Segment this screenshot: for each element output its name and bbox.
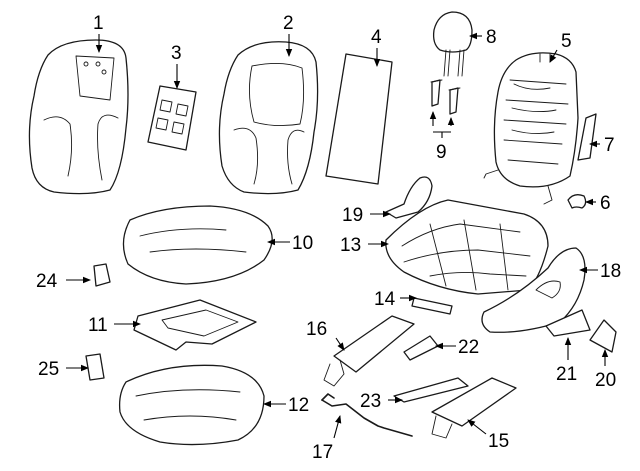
part-10-cushion-cover bbox=[122, 205, 273, 285]
callout-8: 8 bbox=[486, 27, 497, 48]
part-9-guides bbox=[430, 79, 461, 115]
part-15-track bbox=[431, 377, 517, 439]
part-20-cap bbox=[589, 319, 617, 353]
callout-15: 15 bbox=[488, 431, 509, 452]
part-14-bar bbox=[411, 297, 453, 315]
part-5-seatback-frame bbox=[483, 52, 579, 205]
part-6-clip bbox=[567, 194, 587, 209]
callout-11: 11 bbox=[88, 315, 108, 336]
callout-21: 21 bbox=[556, 364, 577, 385]
callout-5: 5 bbox=[561, 31, 572, 52]
part-16-track bbox=[323, 315, 415, 387]
part-3-pad bbox=[147, 85, 197, 151]
part-17-wire bbox=[321, 393, 413, 437]
callout-19: 19 bbox=[342, 205, 363, 226]
part-13-seat-frame bbox=[385, 199, 549, 295]
part-22-trim bbox=[403, 335, 439, 361]
leader-lines bbox=[66, 32, 609, 439]
callout-23: 23 bbox=[360, 391, 381, 412]
part-21-bracket bbox=[545, 309, 591, 337]
callout-2: 2 bbox=[283, 13, 294, 34]
part-12-cushion-pad bbox=[118, 364, 265, 446]
part-1-seatback-cover bbox=[28, 39, 129, 195]
callout-18: 18 bbox=[600, 261, 621, 282]
callout-13: 13 bbox=[340, 235, 361, 256]
callout-4: 4 bbox=[371, 27, 382, 48]
callout-17: 17 bbox=[312, 442, 333, 463]
callout-12: 12 bbox=[288, 395, 309, 416]
callout-1: 1 bbox=[93, 13, 104, 34]
callout-labels: 1 2 3 4 5 6 7 8 9 10 11 12 13 14 15 16 1… bbox=[36, 13, 621, 463]
part-18-side-shield bbox=[481, 247, 586, 333]
part-2-seatback-cover bbox=[218, 41, 319, 195]
part-7-trim bbox=[577, 113, 597, 161]
callout-22: 22 bbox=[458, 337, 479, 358]
part-19-cover bbox=[385, 176, 433, 219]
callout-16: 16 bbox=[306, 319, 327, 340]
part-11-mat bbox=[133, 299, 257, 351]
callout-9: 9 bbox=[436, 142, 447, 163]
callout-3: 3 bbox=[171, 43, 182, 64]
callout-25: 25 bbox=[38, 359, 59, 380]
callout-10: 10 bbox=[292, 233, 313, 254]
callout-20: 20 bbox=[595, 370, 616, 391]
part-8-headrest bbox=[432, 11, 473, 77]
callout-6: 6 bbox=[600, 193, 611, 214]
part-25-clip bbox=[85, 353, 105, 381]
callout-24: 24 bbox=[36, 271, 58, 292]
callout-7: 7 bbox=[604, 135, 615, 156]
callout-14: 14 bbox=[374, 289, 396, 310]
part-4-panel bbox=[325, 53, 393, 185]
part-24-clip bbox=[93, 263, 111, 287]
